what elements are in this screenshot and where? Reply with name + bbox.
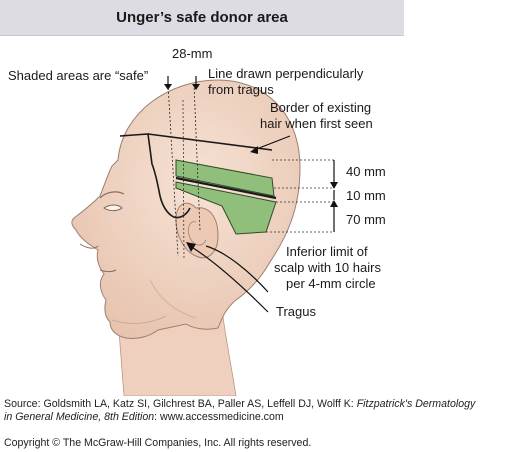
label-border-1: Border of existing [270,100,371,115]
jaw-shadow [149,279,197,319]
dim-40-head [330,182,338,189]
lips [99,269,117,272]
ear-shape [175,202,219,259]
border-leader [253,135,291,151]
tragus-vertical-line [182,99,185,261]
label-shaded: Shaded areas are “safe” [8,68,148,83]
source-book-edition: in General Medicine, 8th Edition [4,411,155,423]
tragus-leader-head [186,242,196,252]
chin-line [111,315,167,324]
label-inferior-2: scalp with 10 hairs [274,260,381,275]
label-inferior-1: Inferior limit of [286,244,368,259]
figure-title: Unger’s safe donor area [116,9,288,26]
nostril [79,243,99,249]
copyright-notice: Copyright © The McGraw-Hill Companies, I… [4,437,312,449]
perpendicular-line-left [167,83,179,257]
label-dim-10: 10 mm [346,188,386,203]
arrowhead-28mm-right [192,84,200,90]
label-perp-line-1: Line drawn perpendicularly [208,66,364,81]
label-dim-70: 70 mm [346,212,386,227]
perpendicular-line-right [193,83,201,231]
source-citation: Source: Goldsmith LA, Katz SI, Gilchrest… [4,398,504,424]
eyebrow [99,191,125,199]
ear-inner [187,221,207,246]
head-diagram: Shaded areas are “safe” 28-mm Line drawn… [8,46,386,396]
source-prefix: Source: Goldsmith LA, Katz SI, Gilchrest… [4,398,357,410]
label-border-2: hair when first seen [260,116,373,131]
figure-panel: Unger’s safe donor area [0,0,404,396]
dim-70-head [330,200,338,207]
label-inferior-3: per 4-mm circle [286,276,376,291]
label-perp-line-2: from tragus [208,82,274,97]
label-tragus: Tragus [276,304,316,319]
inferior-leader [205,245,269,293]
arrowhead-28mm-left [164,84,172,90]
hairline-top [147,133,273,151]
source-book-title: Fitzpatrick's Dermatology [356,398,476,410]
eye [103,204,123,212]
label-28mm: 28-mm [172,46,212,61]
title-bar: Unger’s safe donor area [0,0,404,36]
tragus-leader [189,245,269,313]
safe-zone-upper [175,159,275,197]
source-url: : www.accessmedicine.com [154,411,284,423]
label-dim-40: 40 mm [346,164,386,179]
hairline-border [119,133,191,219]
safe-zone-divider [175,176,277,200]
border-leader-head [250,146,258,154]
